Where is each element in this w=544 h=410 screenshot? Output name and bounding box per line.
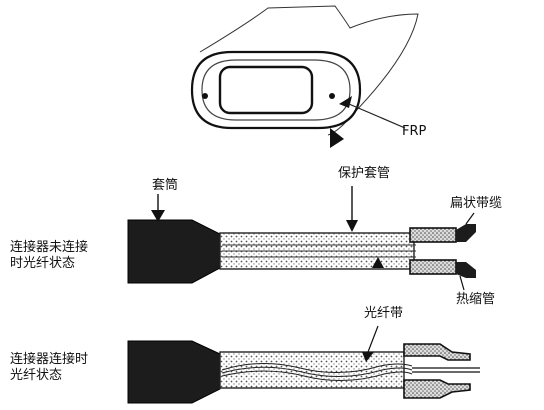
fiber-ribbon-label: 光纤带	[364, 306, 404, 321]
heat-shrink-lower	[403, 379, 471, 399]
frp-rod-right	[329, 93, 335, 99]
sleeve-label: 套筒	[152, 178, 179, 193]
assembly-connected	[127, 340, 480, 404]
frp-pointer	[330, 96, 406, 148]
heat-shrink-upper	[403, 343, 471, 361]
heat-shrink-upper	[409, 227, 457, 243]
heat-shrink-lower	[409, 259, 457, 275]
ribbon-cable-lower	[456, 262, 476, 278]
heat-shrink-tube-label: 热缩管	[456, 292, 496, 307]
fiber-ribbon-arrowhead	[362, 352, 374, 362]
frp-label: FRP	[402, 124, 427, 139]
state-unconnected-line-1: 连接器未连接	[10, 240, 89, 255]
bottom-pointers	[362, 325, 379, 362]
heat-shrink-leader	[459, 275, 465, 291]
frp-arrowhead-upper	[339, 96, 352, 108]
fiber-bent	[221, 370, 413, 381]
cable-inner-ring	[201, 59, 351, 121]
fiber-bent	[221, 366, 413, 377]
middle-pointers	[151, 186, 475, 291]
ribbon-cable-leader	[465, 212, 475, 225]
ribbon-cable-label: 扁状带缆	[450, 196, 503, 211]
fiber-ribbon-leader	[367, 325, 379, 353]
state-connected-label: 连接器连接时 光纤状态	[10, 352, 88, 384]
state-unconnected-label: 连接器未连接 时光纤状态	[10, 240, 88, 272]
state-connected-line-2: 光纤状态	[10, 368, 63, 383]
cable-cross-section	[190, 5, 419, 136]
frp-leader	[348, 103, 406, 129]
state-unconnected-line-2: 时光纤状态	[10, 256, 76, 271]
frp-arrowhead-lower	[330, 128, 344, 148]
fiber-ribbon-arrowhead	[372, 257, 384, 268]
state-connected-line-1: 连接器连接时	[10, 352, 89, 367]
frp-rod-left	[202, 93, 208, 99]
sleeve-body	[127, 219, 221, 284]
assembly-unconnected	[127, 219, 476, 284]
tube-arrowhead	[346, 220, 358, 232]
fiber-bent	[221, 362, 413, 373]
sleeve-arrowhead	[151, 210, 165, 222]
sleeve-body	[127, 340, 221, 404]
ribbon-window	[218, 65, 314, 115]
protective-tube-label: 保护套管	[338, 166, 391, 181]
ribbon-cable-upper	[456, 224, 476, 242]
